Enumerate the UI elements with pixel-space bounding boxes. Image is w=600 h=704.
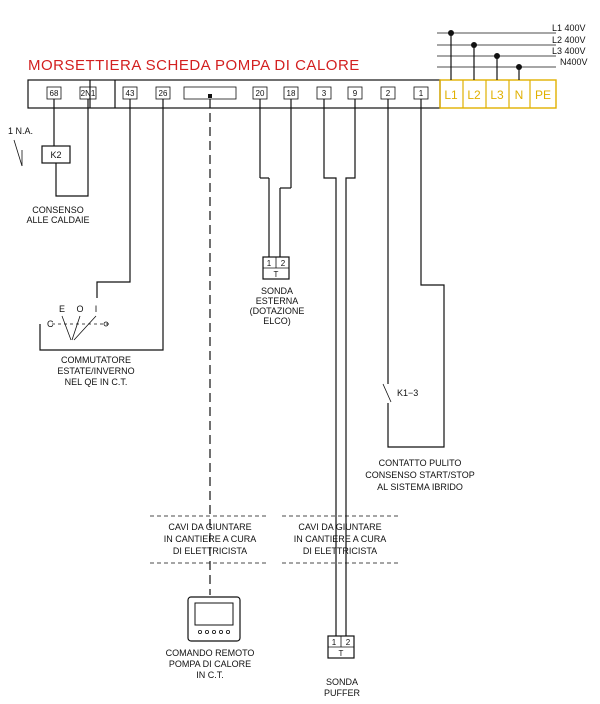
cavi-right-line1: CAVI DA GIUNTARE (298, 522, 381, 532)
cavi-left-line3: DI ELETTRICISTA (173, 546, 247, 556)
comando-remoto-line2: POMPA DI CALORE (169, 659, 251, 669)
sonda-esterna-label-line4: ELCO) (263, 316, 291, 326)
svg-text:1: 1 (419, 89, 424, 98)
sonda-puffer-symbol: 1 2 T (327, 635, 355, 659)
power-terminal-n: N (515, 88, 524, 102)
contatto-pulito-line1: CONTATTO PULITO (379, 458, 462, 468)
contatto-pulito-line3: AL SISTEMA IBRIDO (377, 482, 463, 492)
sonda-puffer-label-line1: SONDA (326, 677, 358, 687)
commutatore-label-line1: COMMUTATORE (61, 355, 131, 365)
svg-text:26: 26 (159, 89, 168, 98)
supply-line-n: N400V (560, 57, 588, 67)
cavi-right-line3: DI ELETTRICISTA (303, 546, 377, 556)
commutatore-label-line3: NEL QE IN C.T. (65, 377, 128, 387)
power-terminal-l2: L2 (467, 88, 481, 102)
terminal-3: 3 (316, 86, 332, 100)
contatto-pulito-wiring (382, 99, 445, 448)
svg-text:K2: K2 (50, 150, 61, 160)
terminal-bus-connector (183, 86, 237, 100)
remote-control-icon (187, 596, 241, 642)
sonda-puffer-wiring (323, 99, 356, 636)
power-terminal-block: L1 L2 L3 N PE (439, 79, 557, 109)
svg-text:2: 2 (346, 638, 351, 647)
terminal-26: 26 (155, 86, 171, 100)
commutatore-position-o: O (76, 304, 83, 314)
svg-text:2: 2 (281, 259, 286, 268)
svg-text:18: 18 (287, 89, 296, 98)
power-terminal-l1: L1 (444, 88, 458, 102)
commutatore-symbol: C E O I (47, 304, 110, 341)
sonda-esterna-wiring (259, 99, 292, 257)
svg-text:1: 1 (332, 638, 337, 647)
relay-contact-symbol (13, 139, 23, 167)
terminal-1: 1 (413, 86, 429, 100)
consenso-caldaie-line1: CONSENSO (32, 205, 84, 215)
terminal-20: 20 (252, 86, 268, 100)
comando-remoto-line1: COMANDO REMOTO (166, 648, 255, 658)
sonda-esterna-label-line2: ESTERNA (256, 296, 299, 306)
consenso-caldaie-line2: ALLE CALDAIE (26, 215, 89, 225)
comando-remoto-line3: IN C.T. (196, 670, 224, 680)
k2-relay-coil: K2 (41, 145, 71, 164)
svg-text:2N1: 2N1 (81, 89, 96, 98)
svg-text:68: 68 (50, 89, 59, 98)
svg-text:2: 2 (386, 89, 391, 98)
svg-text:T: T (274, 270, 279, 279)
commutatore-common-c: C (47, 319, 54, 329)
svg-text:T: T (339, 649, 344, 658)
terminal-2n1: 2N1 (79, 86, 97, 100)
svg-text:1: 1 (267, 259, 272, 268)
contatto-pulito-line2: CONSENSO START/STOP (365, 470, 475, 480)
svg-text:3: 3 (322, 89, 327, 98)
sonda-esterna-label-line3: (DOTAZIONE (250, 306, 305, 316)
supply-line-l1: L1 400V (552, 23, 586, 33)
terminal-43: 43 (122, 86, 138, 100)
commutatore-wiring (39, 99, 164, 351)
sonda-esterna-symbol: 1 2 T (262, 256, 290, 280)
sonda-esterna-label-line1: SONDA (261, 286, 293, 296)
commutatore-label-line2: ESTATE/INVERNO (57, 366, 134, 376)
svg-text:20: 20 (256, 89, 265, 98)
terminal-18: 18 (283, 86, 299, 100)
supply-line-l2: L2 400V (552, 35, 586, 45)
terminal-9: 9 (347, 86, 363, 100)
cavi-right-line2: IN CANTIERE A CURA (294, 534, 387, 544)
cavi-left-line2: IN CANTIERE A CURA (164, 534, 257, 544)
svg-text:43: 43 (126, 89, 135, 98)
terminal-68: 68 (46, 86, 62, 100)
sonda-puffer-label-line2: PUFFER (324, 688, 361, 698)
k1-3-contact-label: K1−3 (397, 388, 418, 398)
terminal-2: 2 (380, 86, 396, 100)
k2-wiring (53, 99, 89, 197)
relay-contact-label: 1 N.A. (8, 126, 33, 136)
commutatore-position-e: E (59, 304, 65, 314)
supply-line-l3: L3 400V (552, 46, 586, 56)
power-terminal-l3: L3 (490, 88, 504, 102)
svg-text:9: 9 (353, 89, 358, 98)
commutatore-position-i: I (95, 304, 98, 314)
supply-lines: L1 400V L2 400V L3 400V N400V (437, 23, 588, 80)
power-terminal-pe: PE (535, 88, 551, 102)
cavi-left-line1: CAVI DA GIUNTARE (168, 522, 251, 532)
diagram-title: MORSETTIERA SCHEDA POMPA DI CALORE (28, 57, 360, 74)
